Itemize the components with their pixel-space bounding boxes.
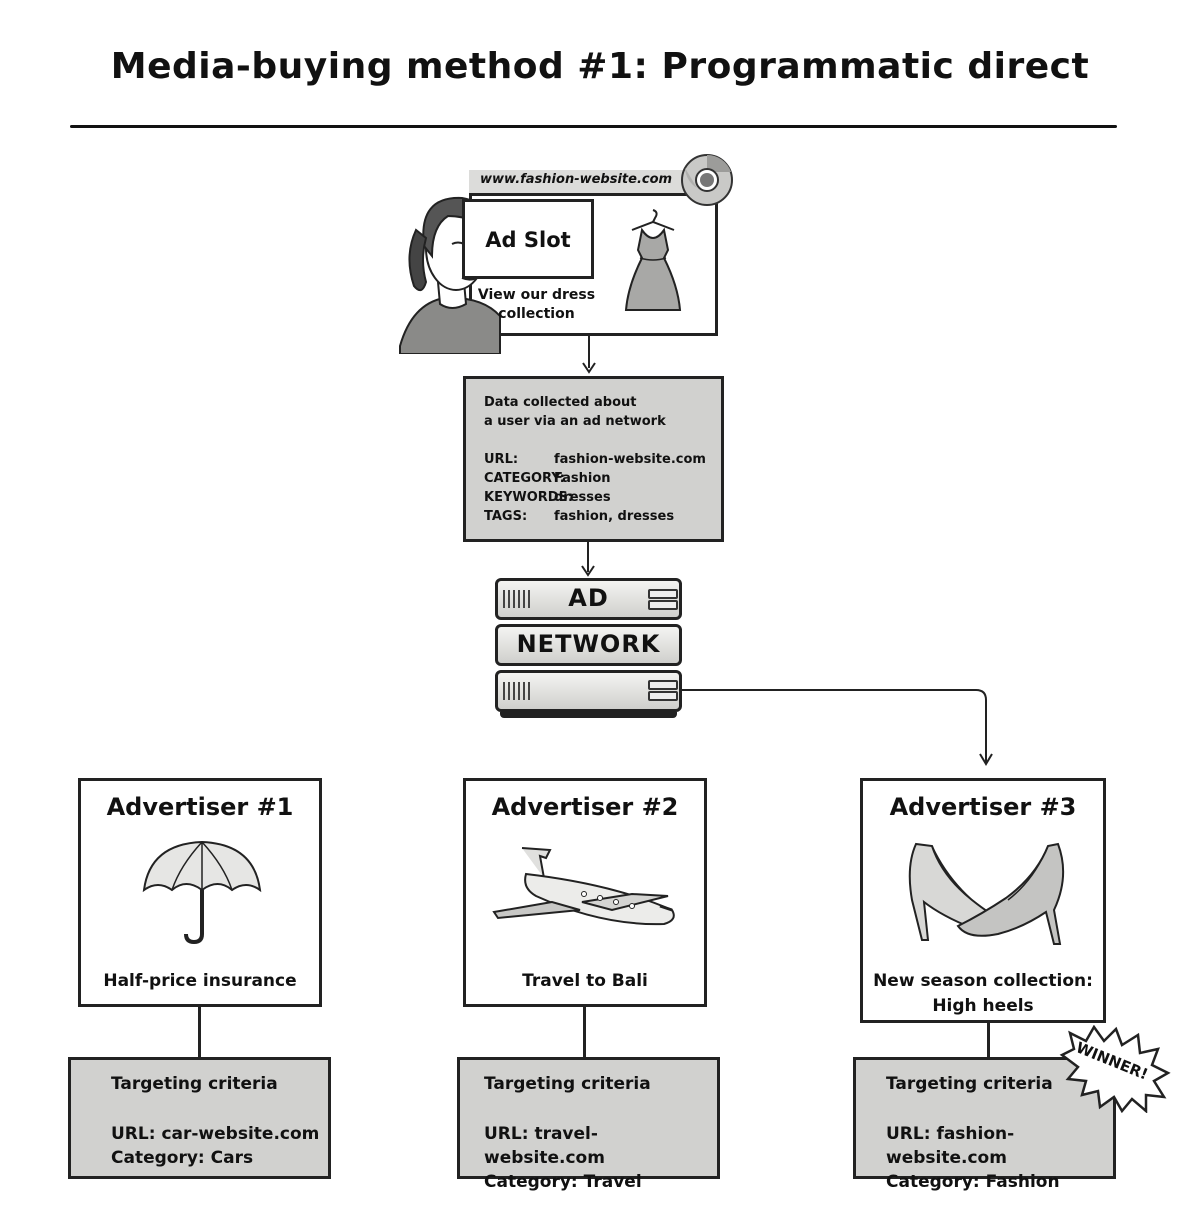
criteria-heading: Targeting criteria (886, 1074, 1053, 1094)
advertiser-caption: Half-price insurance (103, 971, 297, 991)
advertiser-caption: New season collection: (873, 971, 1093, 991)
server-panel (648, 691, 678, 701)
browser-caption-line1: View our dress (477, 287, 596, 303)
winner-badge-icon (1059, 1025, 1171, 1113)
title-divider (70, 125, 1117, 128)
criteria-category: Category: Fashion (886, 1172, 1060, 1192)
data-row: KEYWORDS:dresses (484, 490, 611, 505)
flow-arrow-1-head (582, 362, 596, 374)
criteria-heading: Targeting criteria (111, 1074, 278, 1094)
connector-2 (583, 1007, 586, 1057)
criteria-url: URL: travel-website.com (484, 1124, 605, 1168)
advertiser-caption-line2: High heels (932, 996, 1034, 1016)
page-title: Media-buying method #1: Programmatic dir… (110, 46, 1090, 87)
flow-arrow-1-line (588, 336, 590, 368)
advertiser-title: Advertiser #1 (106, 793, 294, 821)
chrome-logo-icon (681, 154, 733, 206)
data-row: TAGS:fashion, dresses (484, 509, 675, 524)
flow-arrow-2-line (587, 542, 589, 572)
dress-icon (624, 209, 682, 311)
advertiser-caption: Travel to Bali (522, 971, 648, 991)
browser-caption-line2: collection (498, 306, 575, 322)
server-vents (503, 682, 533, 700)
targeting-criteria-1: Targeting criteria URL: car-website.com … (68, 1057, 331, 1179)
criteria-heading: Targeting criteria (484, 1074, 651, 1094)
advertiser-title: Advertiser #3 (889, 793, 1077, 821)
server-unit-middle (495, 624, 682, 666)
criteria-category: Category: Cars (111, 1148, 254, 1168)
airplane-icon (492, 847, 675, 926)
ad-network-label-2: NETWORK (516, 630, 661, 658)
browser-caption: View our dress collection (474, 286, 599, 324)
umbrella-icon (142, 840, 262, 945)
user-data-box: Data collected about a user via an ad ne… (463, 376, 724, 542)
criteria-url: URL: car-website.com (111, 1124, 320, 1144)
flow-arrow-2-head (581, 565, 595, 577)
server-vents (503, 590, 533, 608)
connector-3 (987, 1023, 990, 1057)
server-panel (648, 680, 678, 690)
browser-url: www.fashion-website.com (480, 172, 673, 187)
criteria-url: URL: fashion-website.com (886, 1124, 1015, 1168)
flow-arrow-3 (682, 689, 993, 766)
data-box-heading-line2: a user via an ad network (484, 414, 666, 429)
browser-url-bar (469, 170, 718, 196)
targeting-criteria-2: Targeting criteria URL: travel-website.c… (457, 1057, 720, 1192)
data-row: CATEGORY:Fashion (484, 471, 611, 486)
advertiser-card-3: Advertiser #3 New season collection: Hig… (860, 778, 1106, 1023)
ad-slot-label: Ad Slot (485, 228, 571, 252)
high-heels-icon (908, 842, 1065, 945)
server-base (500, 712, 677, 718)
data-box-heading-line1: Data collected about (484, 395, 637, 410)
connector-1 (198, 1007, 201, 1057)
data-row: URL:fashion-website.com (484, 452, 706, 467)
server-panel (648, 600, 678, 610)
ad-slot: Ad Slot (462, 199, 594, 279)
ad-network-label-1: AD (568, 584, 609, 612)
criteria-category: Category: Travel (484, 1172, 642, 1192)
server-panel (648, 589, 678, 599)
advertiser-title: Advertiser #2 (491, 793, 679, 821)
